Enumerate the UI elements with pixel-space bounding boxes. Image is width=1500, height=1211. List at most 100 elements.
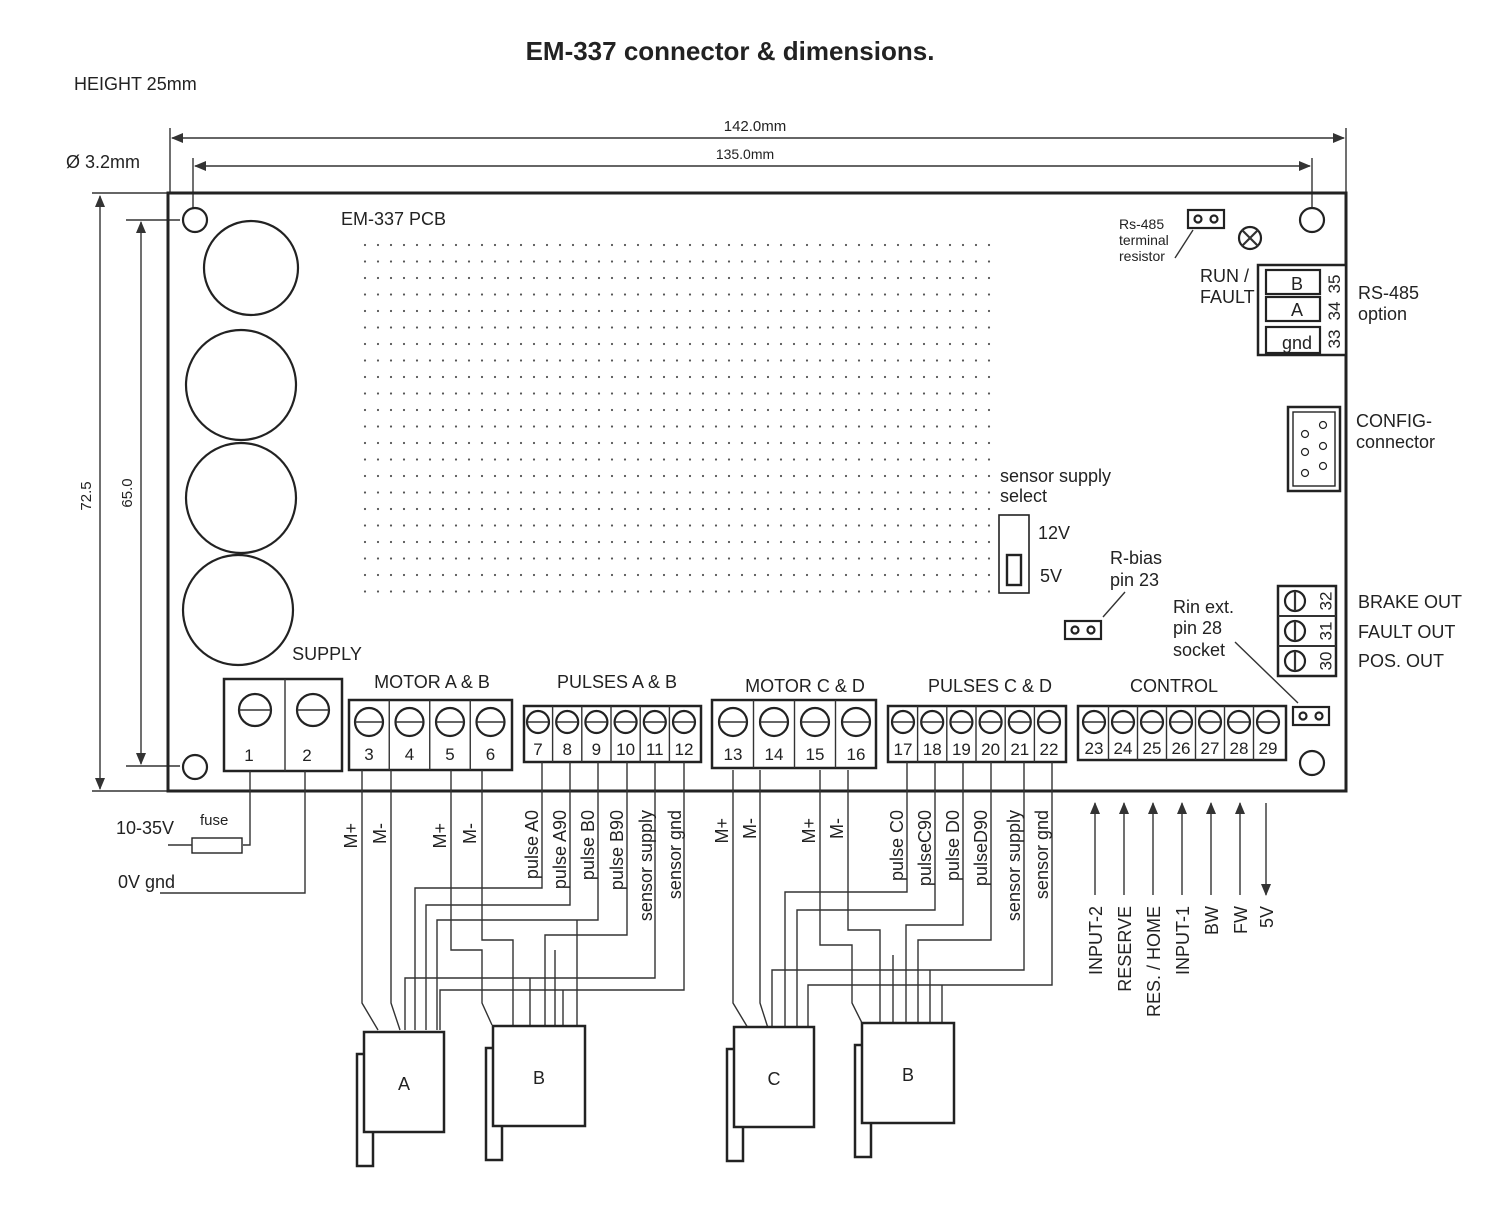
rs485-pin-a: A <box>1291 300 1303 320</box>
terminal-resistor-label-3: resistor <box>1119 248 1165 264</box>
pin-number-26: 26 <box>1172 739 1191 758</box>
pin-number-5: 5 <box>445 745 454 764</box>
dim-height-holes: 65.0 <box>119 478 136 507</box>
rs485-pin-b: B <box>1291 274 1303 294</box>
rs485-pin-num-33: 33 <box>1325 330 1344 349</box>
pin-number-22: 22 <box>1040 740 1059 759</box>
mounting-holes <box>181 206 1326 781</box>
dim-width-holes: 135.0mm <box>716 146 774 162</box>
supply-voltage-label: 10-35V <box>116 818 174 838</box>
motor-label: B <box>533 1068 545 1088</box>
pin-number-24: 24 <box>1114 739 1133 758</box>
brake-out-label: BRAKE OUT <box>1358 592 1462 612</box>
rs485-connector <box>1256 263 1348 357</box>
wire-label-motor-ab-3: M- <box>460 823 480 844</box>
wire-label-motor-ab-1: M- <box>370 823 390 844</box>
supply-gnd-label: 0V gnd <box>118 872 175 892</box>
terminal-resistor-label-2: terminal <box>1119 232 1169 248</box>
group-label-pulses-cd: PULSES C & D <box>928 676 1052 696</box>
wire-label-pulses-cd-4: sensor supply <box>1004 810 1024 921</box>
pin-number-10: 10 <box>616 740 635 759</box>
wire-label-motor-cd-1: M- <box>740 818 760 839</box>
dimension-lines <box>92 128 1347 792</box>
motor-c-2: C <box>725 1025 816 1163</box>
wire-harness <box>361 762 1053 1031</box>
pin-number-3: 3 <box>364 745 373 764</box>
pin-number-1: 1 <box>244 746 253 765</box>
wire-label-pulses-cd-0: pulse C0 <box>887 810 907 881</box>
rin-label-1: Rin ext. <box>1173 597 1234 617</box>
group-label-supply: SUPPLY <box>292 644 362 664</box>
control-signal-label-2: RES. / HOME <box>1144 906 1164 1017</box>
capacitors <box>181 219 300 667</box>
pin-number-9: 9 <box>592 740 601 759</box>
fuse-label: fuse <box>200 812 228 829</box>
rin-socket <box>1291 705 1331 727</box>
sensor-supply-label-2: select <box>1000 486 1047 506</box>
pos-out-label: POS. OUT <box>1358 651 1444 671</box>
control-signal-label-5: FW <box>1231 906 1251 934</box>
hole-diameter-note: Ø 3.2mm <box>66 152 140 172</box>
rbias-label-2: pin 23 <box>1110 570 1159 590</box>
pin-number-17: 17 <box>894 740 913 759</box>
pin-number-28: 28 <box>1230 739 1249 758</box>
terminal-block-motor_ab: 3 4 5 6 <box>347 698 514 772</box>
group-label-pulses-ab: PULSES A & B <box>557 672 677 692</box>
config-label-2: connector <box>1356 432 1435 452</box>
pin-number-8: 8 <box>562 740 571 759</box>
rs485-pin-gnd: gnd <box>1282 333 1312 353</box>
motor-label: B <box>902 1065 914 1085</box>
wire-label-pulses-ab-5: sensor gnd <box>665 810 685 899</box>
control-signal-label-1: RESERVE <box>1115 906 1135 992</box>
height-note: HEIGHT 25mm <box>74 74 197 94</box>
sensor-supply-label-1: sensor supply <box>1000 466 1111 486</box>
output-connector <box>1276 584 1338 678</box>
control-signal-label-4: BW <box>1202 906 1222 935</box>
wire-label-motor-ab-0: M+ <box>341 823 361 849</box>
terminal-resistor-label-1: Rs-485 <box>1119 216 1164 232</box>
wire-label-motor-cd-2: M+ <box>799 818 819 844</box>
pin-number-16: 16 <box>847 745 866 764</box>
wire-label-motor-ab-2: M+ <box>430 823 450 849</box>
wire-label-pulses-ab-0: pulse A0 <box>522 810 542 879</box>
dim-width-outer: 142.0mm <box>724 118 787 135</box>
motor-a-0: A <box>355 1030 446 1168</box>
config-connector <box>1286 405 1342 493</box>
supply-wiring <box>160 771 306 894</box>
output-pin-32: 32 <box>1316 592 1335 611</box>
group-label-control: CONTROL <box>1130 676 1218 696</box>
sensor-supply-switch <box>998 514 1030 594</box>
wire-label-motor-cd-0: M+ <box>712 818 732 844</box>
rbias-jumper <box>1063 619 1103 641</box>
wire-label-pulses-cd-5: sensor gnd <box>1032 810 1052 899</box>
pin-number-6: 6 <box>486 745 495 764</box>
rs485-pin-num-35: 35 <box>1325 275 1344 294</box>
output-pin-31: 31 <box>1316 622 1335 641</box>
rin-label-2: pin 28 <box>1173 618 1222 638</box>
page-title: EM-337 connector & dimensions. <box>526 36 935 66</box>
output-pin-30: 30 <box>1316 652 1335 671</box>
wire-label-pulses-ab-4: sensor supply <box>636 810 656 921</box>
wire-label-pulses-ab-3: pulse B90 <box>607 810 627 890</box>
pin-number-20: 20 <box>981 740 1000 759</box>
pin-number-14: 14 <box>765 745 784 764</box>
fault-out-label: FAULT OUT <box>1358 622 1455 642</box>
rbias-label-1: R-bias <box>1110 548 1162 568</box>
motor-label: C <box>768 1069 781 1089</box>
motor-label: A <box>398 1074 410 1094</box>
pin-number-12: 12 <box>675 740 694 759</box>
run-fault-led-icon <box>1237 225 1263 251</box>
pin-number-4: 4 <box>405 745 414 764</box>
pin-number-13: 13 <box>724 745 743 764</box>
pin-number-19: 19 <box>952 740 971 759</box>
config-label-1: CONFIG- <box>1356 411 1432 431</box>
